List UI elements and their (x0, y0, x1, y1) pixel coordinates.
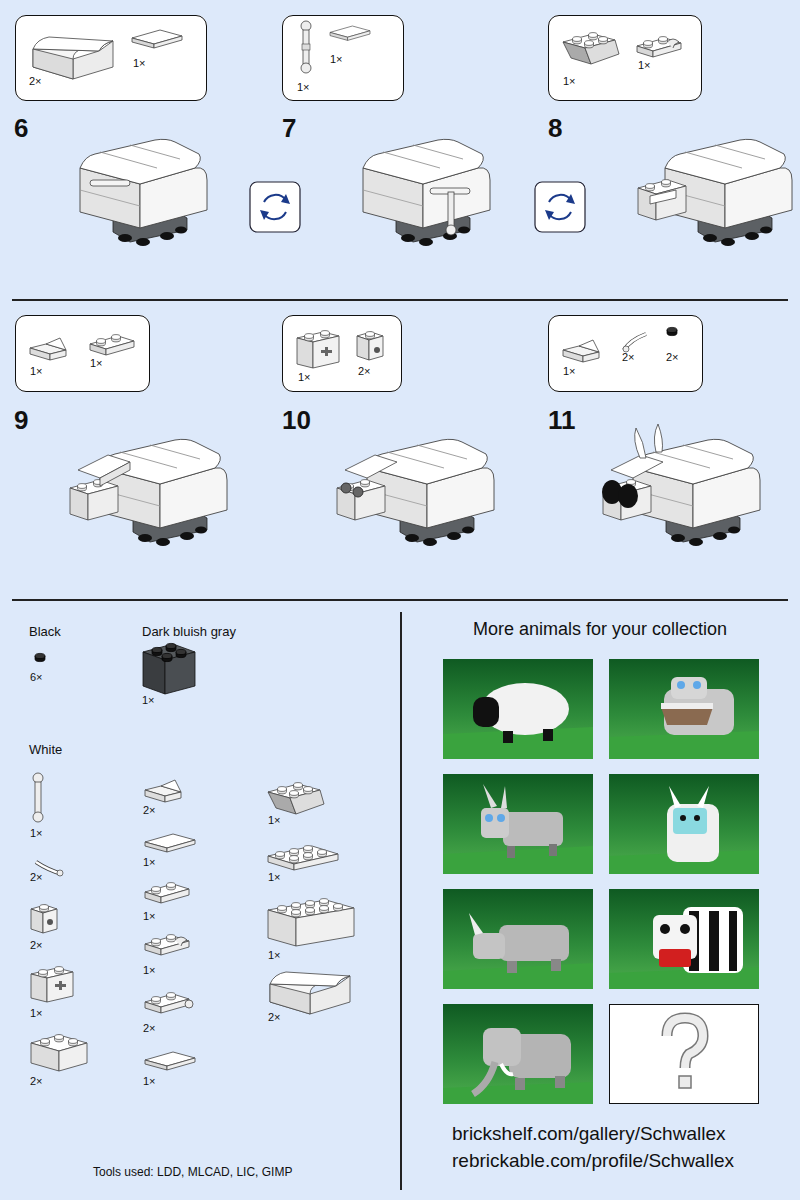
parts-callout: 1× 2× 2× (548, 315, 703, 392)
parts-callout: 1× 1× (282, 15, 404, 101)
part-quantity: 1× (30, 365, 43, 378)
part-quantity: 1× (330, 53, 343, 66)
color-heading: Black (29, 625, 61, 640)
part-quantity: 1× (143, 856, 156, 869)
step-number: 10 (282, 406, 311, 436)
section-heading: More animals for your collection (473, 619, 727, 640)
part-quantity: 1× (563, 365, 576, 378)
part-quantity: 1× (133, 57, 146, 70)
author-url: rebrickable.com/profile/Schwallex (452, 1150, 734, 1172)
part-quantity: 6× (30, 671, 43, 684)
part-quantity: 1× (30, 1007, 43, 1020)
step-number: 6 (14, 114, 28, 144)
part-quantity: 1× (143, 964, 156, 977)
parts-callout: 2× 1× (15, 15, 207, 101)
part-quantity: 2× (29, 75, 42, 88)
part-quantity: 1× (90, 357, 103, 370)
part-quantity: 2× (143, 804, 156, 817)
part-quantity: 2× (143, 1022, 156, 1035)
step-number: 11 (548, 406, 576, 436)
author-url: brickshelf.com/gallery/Schwallex (452, 1123, 726, 1145)
part-quantity: 2× (30, 1075, 43, 1088)
part-quantity: 2× (622, 351, 635, 364)
part-quantity: 2× (666, 351, 679, 364)
step-number: 8 (548, 114, 562, 144)
parts-callout: 1× 1× (548, 15, 702, 101)
color-heading: Dark bluish gray (142, 625, 236, 640)
parts-callout: 1× 2× (282, 315, 402, 392)
color-heading: White (29, 743, 62, 758)
part-quantity: 2× (358, 365, 371, 378)
part-quantity: 1× (563, 75, 576, 88)
part-quantity: 2× (30, 939, 43, 952)
part-quantity: 1× (298, 371, 311, 384)
part-quantity: 1× (142, 694, 155, 707)
step-number: 7 (282, 114, 296, 144)
part-quantity: 1× (268, 949, 281, 962)
step-number: 9 (14, 406, 28, 436)
credits-note: Tools used: LDD, MLCAD, LIC, GIMP (93, 1166, 292, 1180)
part-quantity: 2× (268, 1011, 281, 1024)
part-quantity: 1× (30, 827, 43, 840)
part-quantity: 2× (30, 871, 43, 884)
parts-callout: 1× 1× (15, 315, 150, 392)
part-quantity: 1× (143, 910, 156, 923)
part-quantity: 1× (268, 871, 281, 884)
part-quantity: 1× (268, 814, 281, 827)
part-quantity: 1× (143, 1075, 156, 1088)
part-quantity: 1× (638, 59, 651, 72)
part-quantity: 1× (297, 81, 310, 94)
